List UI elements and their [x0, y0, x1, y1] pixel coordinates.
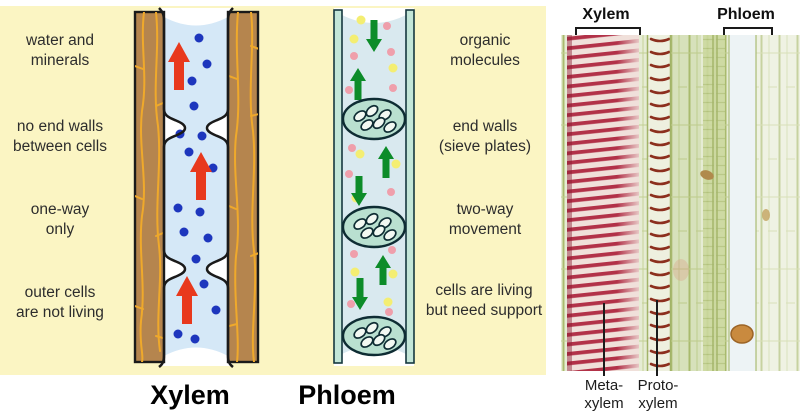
- xylem-wall-cell-outlines: [135, 12, 258, 362]
- cell-inclusion: [762, 209, 770, 221]
- sieve-pores: [353, 212, 397, 241]
- micrograph-light-band: [757, 35, 800, 371]
- protoxylem-region: [646, 35, 672, 371]
- up-arrow-icon: [375, 255, 391, 285]
- up-arrow-icon: [378, 146, 394, 178]
- up-arrow-icon: [168, 42, 190, 90]
- up-arrow-icon: [190, 152, 212, 200]
- up-arrow-icon: [176, 276, 198, 324]
- diagram-panel-background: [0, 6, 546, 375]
- phloem-note-living-cells: cells are living but need support: [425, 282, 543, 320]
- xylem-note-one-way: one-way only: [30, 201, 90, 239]
- sieve-plate: [341, 315, 407, 357]
- sieve-pores: [353, 321, 397, 350]
- tissue-micrograph: [561, 35, 800, 376]
- micrograph-phloem-label: Phloem: [717, 6, 775, 23]
- phloem-note-end-walls: end walls (sieve plates): [438, 118, 532, 156]
- xylem-title: Xylem: [150, 380, 230, 410]
- protoxylem-label: Proto- xylem: [637, 377, 679, 412]
- sieve-plate: [341, 205, 407, 249]
- phloem-flow-arrows: [350, 20, 394, 310]
- xylem-note-water-minerals: water and minerals: [25, 32, 95, 70]
- xylem-bracket: [575, 27, 641, 35]
- sieve-tube-column: [703, 35, 725, 371]
- organic-molecule-dots-pink: [345, 22, 397, 316]
- xylem-note-no-end-walls: no end walls between cells: [13, 118, 107, 156]
- cell-inclusion: [700, 170, 714, 180]
- sieve-plate: [341, 97, 407, 141]
- phloem-note-organic-molecules: organic molecules: [450, 32, 520, 70]
- sieve-pores: [353, 104, 397, 133]
- metaxylem-label: Meta- xylem: [584, 377, 624, 412]
- xylem-note-outer-cells: outer cells are not living: [16, 284, 104, 322]
- phloem-region: [728, 35, 757, 371]
- micrograph-xylem-label: Xylem: [582, 6, 630, 23]
- phloem-cell-walls: [333, 9, 415, 364]
- xylem-flow-arrows: [168, 42, 212, 324]
- down-arrow-icon: [366, 20, 382, 52]
- up-arrow-icon: [350, 68, 366, 100]
- cell-inclusion: [673, 259, 689, 281]
- down-arrow-icon: [352, 278, 368, 310]
- phloem-bracket: [723, 27, 773, 35]
- xylem-inner-wall-lines: [158, 7, 234, 368]
- micrograph-tint-band: [673, 35, 701, 371]
- phloem-title: Phloem: [298, 380, 396, 410]
- down-arrow-icon: [351, 176, 367, 206]
- phloem-note-two-way: two-way movement: [448, 201, 522, 239]
- phloem-tube-diagram: [333, 8, 415, 366]
- xylem-tube-diagram: [133, 7, 260, 368]
- companion-cell-body: [730, 324, 754, 344]
